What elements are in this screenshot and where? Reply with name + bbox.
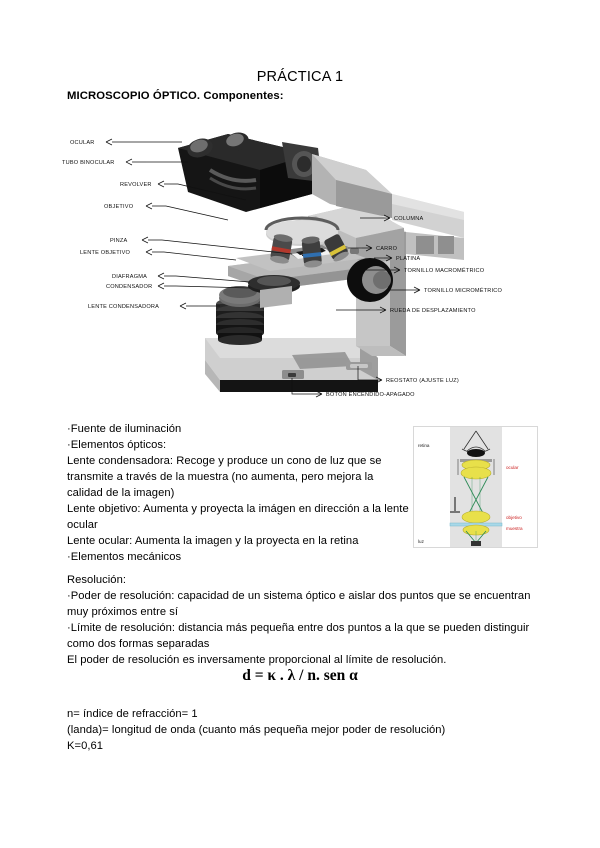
figure-label-lente-objetivo: LENTE OBJETIVO <box>80 250 130 256</box>
figure-label-platina: PLATINA <box>396 256 420 262</box>
ray-label-retina: retina <box>418 443 430 448</box>
figure-label-boton-encendido-apagado: BOTÓN ENCENDIDO-APAGADO <box>326 391 415 398</box>
ray-diagram-image: retina ocular objetivo muestra luz <box>413 426 538 548</box>
figure-label-tornillo-macrometrico: TORNILLO MACROMÉTRICO <box>404 267 485 274</box>
optical-elements-text: ·Fuente de iluminación ·Elementos óptico… <box>67 423 409 563</box>
figure-label-ocular: OCULAR <box>70 140 95 146</box>
figure-label-reostato: REOSTATO (AJUSTE LUZ) <box>386 378 459 384</box>
ray-label-ocular: ocular <box>506 465 519 470</box>
resolution-text: Resolución: ·Poder de resolución: capaci… <box>67 574 531 666</box>
figure-label-condensador: CONDENSADOR <box>106 284 152 290</box>
ray-label-muestra: muestra <box>506 526 523 531</box>
page-title: PRÁCTICA 1 <box>256 69 344 85</box>
figure-label-pinza: PINZA <box>110 238 128 244</box>
resolution-formula: d = κ . λ / n. sen α <box>242 667 358 684</box>
figure-label-tubo-binocular: TUBO BINOCULAR <box>62 160 115 166</box>
figure-label-revolver: REVOLVER <box>120 182 152 188</box>
figure-label-objetivo: OBJETIVO <box>104 204 134 210</box>
figure-label-lente-condensadora: LENTE CONDENSADORA <box>88 304 159 310</box>
formula-variables-text: n= índice de refracción= 1 (landa)= long… <box>67 708 446 752</box>
section-subtitle: MICROSCOPIO ÓPTICO. Componentes: <box>67 90 284 102</box>
ray-label-luz: luz <box>418 539 425 544</box>
ray-label-objetivo: objetivo <box>506 515 522 520</box>
figure-label-diafragma: DIAFRAGMA <box>112 274 147 280</box>
figure-label-carro: CARRO <box>376 246 398 252</box>
figure-label-tornillo-micrometrico: TORNILLO MICROMÉTRICO <box>424 287 503 294</box>
microscope-figure: .lbl { font-family:"Liberation Sans", sa… <box>60 108 540 408</box>
figure-label-rueda-desplazamiento: RUEDA DE DESPLAZAMIENTO <box>390 308 476 314</box>
figure-label-columna: COLUMNA <box>394 216 423 222</box>
